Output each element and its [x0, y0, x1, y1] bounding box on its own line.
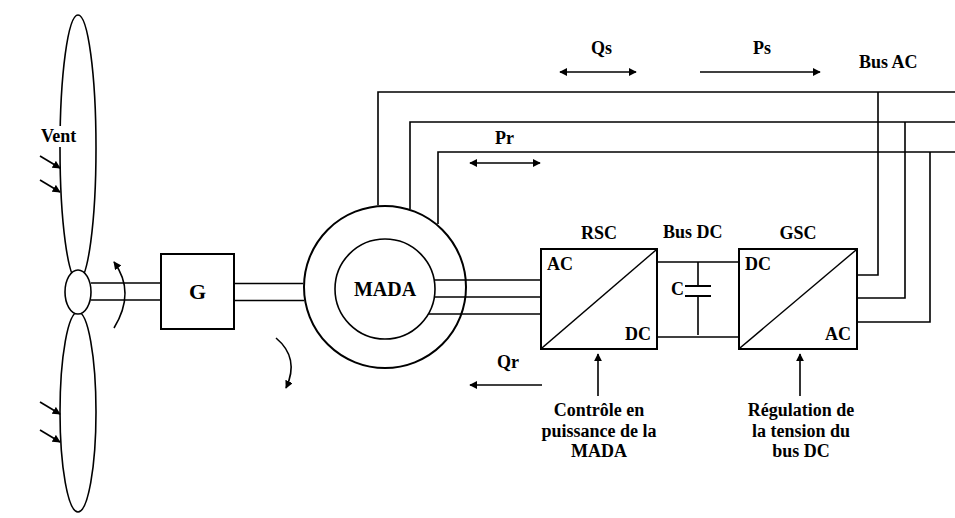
blade: [60, 312, 96, 512]
control-note: Contrôle en puissance de la MADA: [536, 400, 662, 462]
mada-machine: MADA: [303, 205, 467, 369]
wire: [658, 261, 738, 263]
control-note: Régulation de la tension du bus DC: [740, 400, 862, 462]
wind-arrow: [40, 180, 60, 192]
converter-name: RSC: [581, 223, 617, 244]
power-arrow: [560, 71, 636, 73]
port-label: DC: [625, 324, 651, 345]
rotation-arrow: [276, 338, 291, 388]
rsc-converter: RSCACDC: [540, 248, 658, 350]
power-label: Qs: [590, 38, 613, 59]
rotor-circle: [335, 239, 435, 339]
shaft-connector: [235, 284, 304, 301]
stator-wire: [378, 92, 955, 205]
wire: [434, 296, 540, 298]
wire: [434, 279, 540, 281]
shaft: [91, 282, 160, 284]
wind-arrow: [40, 156, 60, 168]
rotor-wires: [428, 280, 540, 314]
node-label: G: [189, 279, 206, 304]
rotation-arrow: [114, 262, 125, 328]
blade: [60, 15, 96, 281]
stator-wire: [410, 122, 955, 209]
dc-bus: [658, 262, 738, 337]
power-label: Qr: [496, 352, 520, 373]
gearbox-box: G: [160, 253, 235, 330]
power-arrow: [470, 384, 542, 386]
wire: [235, 283, 303, 285]
bus-label: Bus DC: [662, 222, 724, 243]
converter-name: GSC: [779, 223, 816, 244]
wind-arrow: [40, 402, 60, 414]
grid-wire: [858, 122, 905, 298]
port-label: DC: [745, 254, 771, 275]
grid-wire: [858, 152, 930, 322]
control-arrow: [799, 354, 801, 396]
capacitor-plate: [685, 285, 711, 287]
grid-wire: [858, 92, 878, 275]
bus-label: Bus AC: [858, 52, 919, 73]
wind-label: Vent: [40, 126, 77, 147]
converter-diagonal: [740, 250, 856, 348]
capacitor-label: C: [670, 279, 685, 300]
hub: [65, 270, 91, 314]
wire: [428, 313, 540, 315]
wire: [658, 336, 738, 338]
power-label: Ps: [752, 38, 772, 59]
converter-diagonal: [542, 250, 656, 348]
control-arrow: [597, 354, 599, 396]
port-label: AC: [547, 254, 573, 275]
node-label: MADA: [354, 278, 416, 301]
wire: [235, 300, 304, 302]
power-arrow: [700, 71, 820, 73]
port-label: AC: [825, 324, 851, 345]
power-arrow: [470, 162, 540, 164]
power-label: Pr: [494, 128, 515, 149]
capacitor-lead: [697, 262, 699, 286]
capacitor-lead: [697, 296, 699, 335]
wind-arrow: [40, 430, 60, 442]
gsc-converter: GSCDCAC: [738, 248, 858, 350]
shaft: [91, 299, 160, 301]
